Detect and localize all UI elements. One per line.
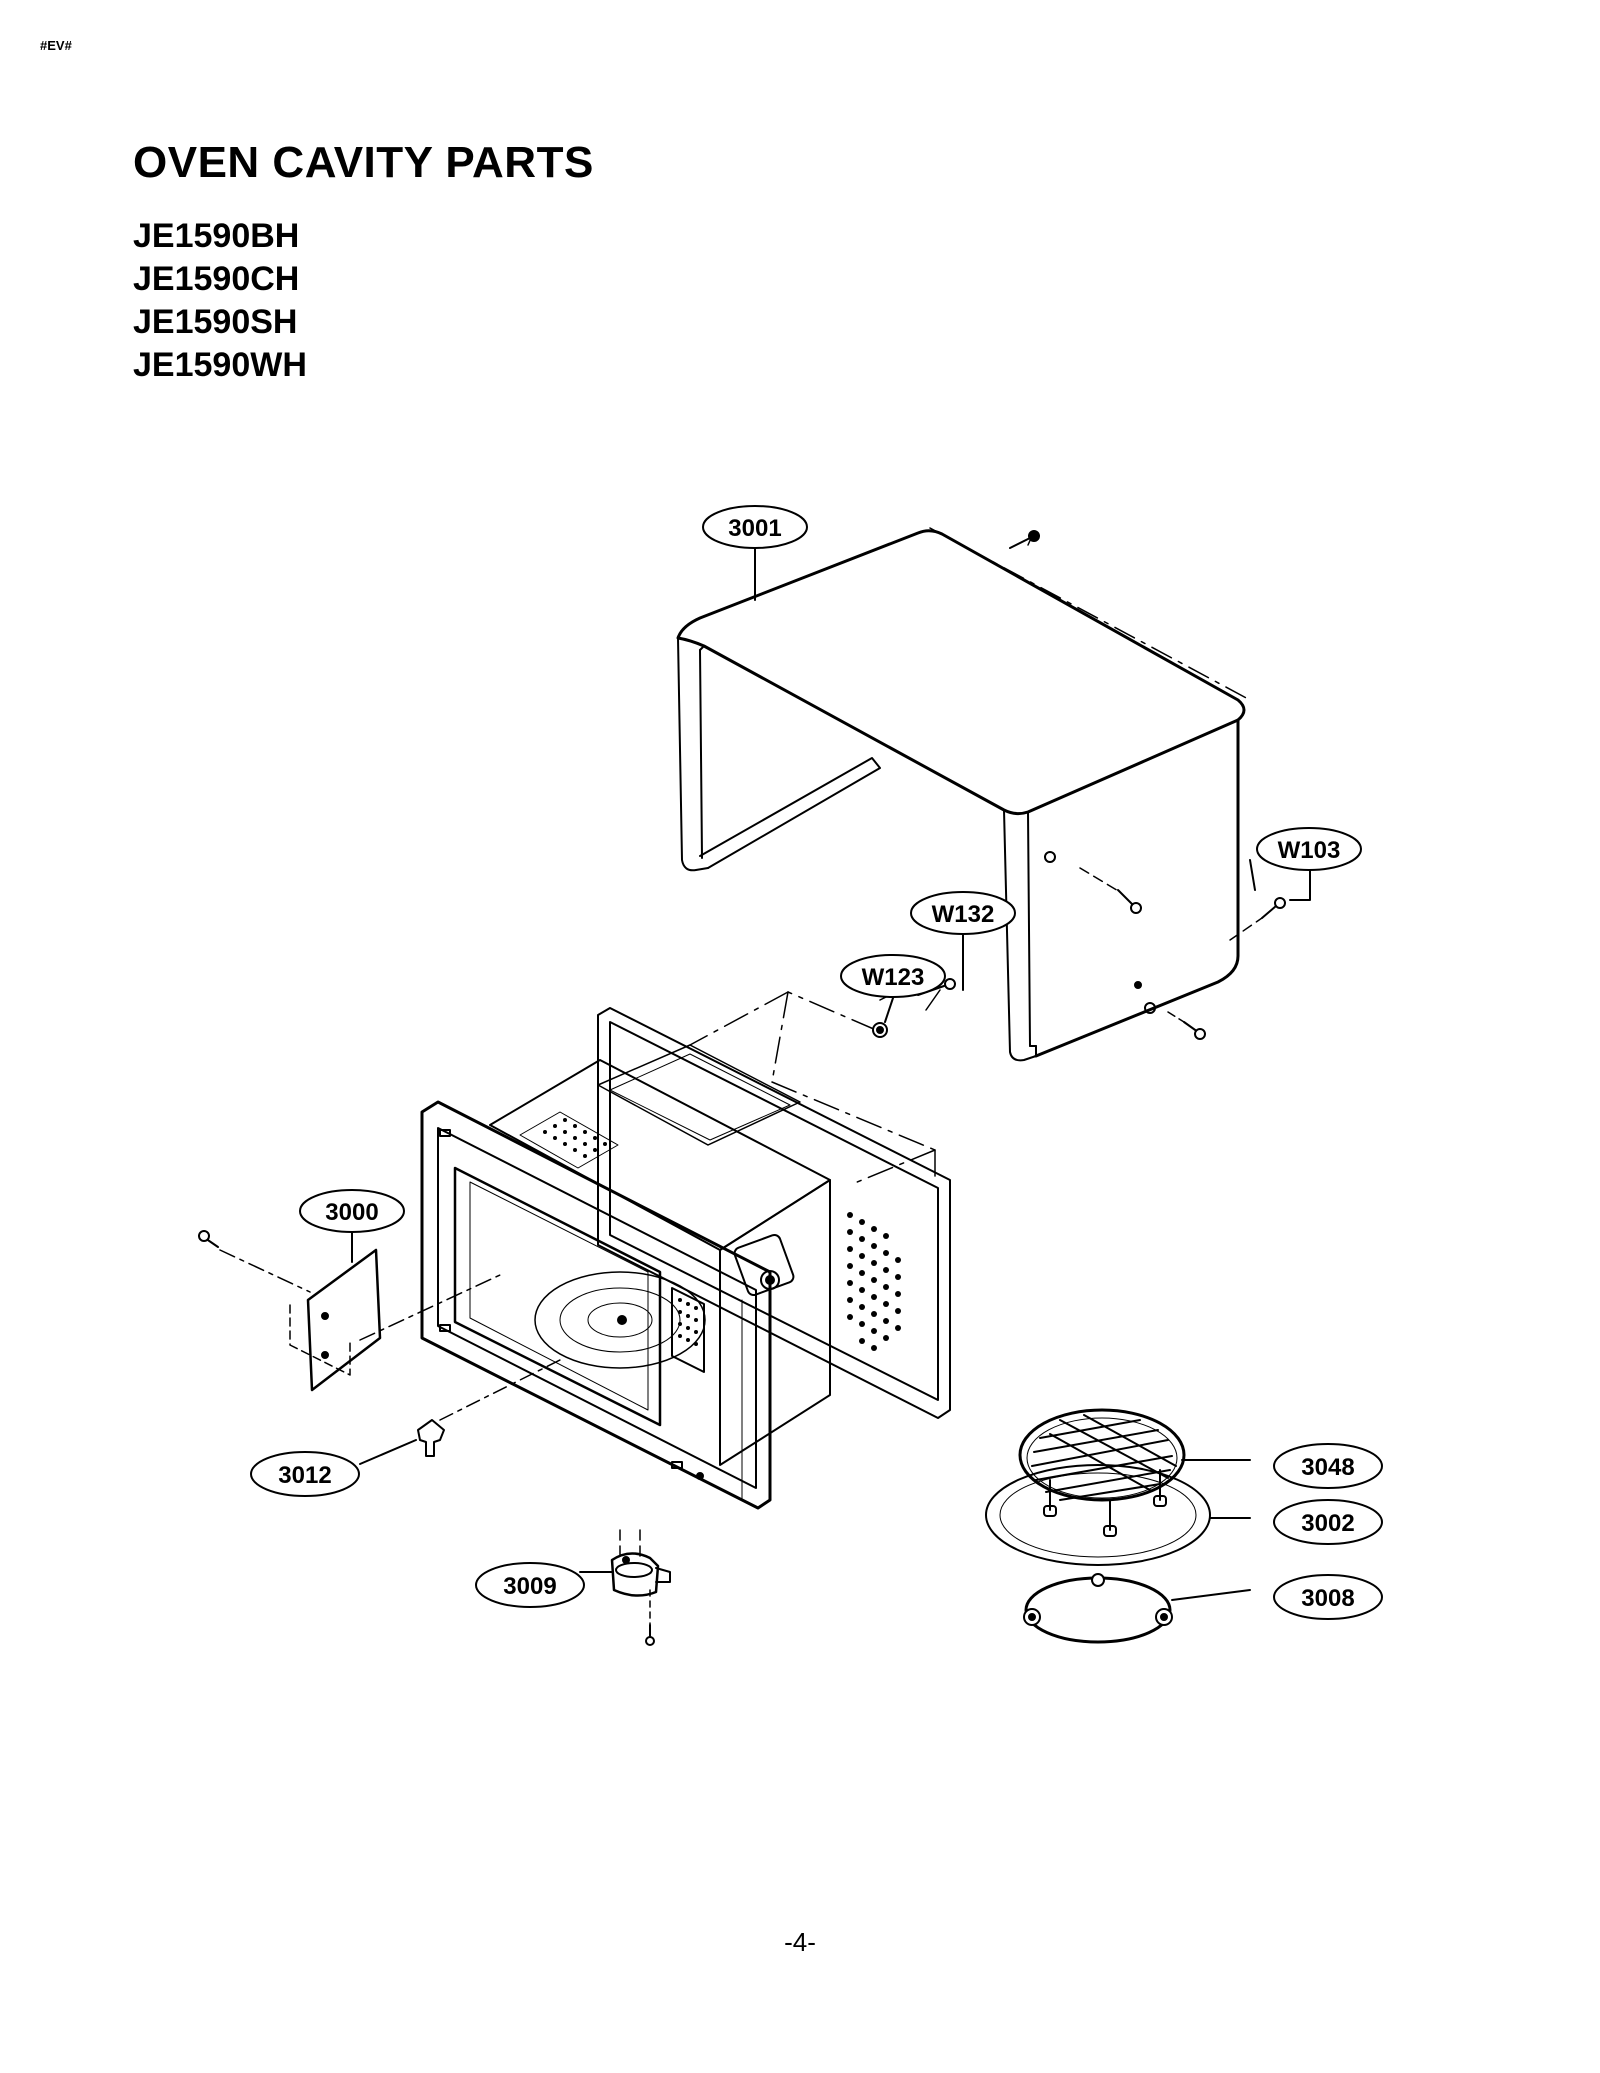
callout-3048: 3048 bbox=[1273, 1443, 1383, 1489]
callout-label: W123 bbox=[862, 964, 925, 991]
callout-label: 3009 bbox=[503, 1573, 556, 1600]
callout-label: 3048 bbox=[1301, 1454, 1354, 1481]
callout-3000: 3000 bbox=[299, 1189, 405, 1233]
waveguide-cover-drawing bbox=[198, 1230, 501, 1392]
callout-3012: 3012 bbox=[250, 1451, 360, 1497]
model-number: JE1590SH bbox=[133, 303, 298, 341]
coupler-drawing bbox=[417, 1359, 561, 1457]
callout-label: 3002 bbox=[1301, 1510, 1354, 1537]
callout-3008: 3008 bbox=[1273, 1574, 1383, 1620]
glass-tray-drawing bbox=[985, 1464, 1211, 1566]
oven-cavity-drawing bbox=[420, 1007, 951, 1510]
callout-label: W103 bbox=[1278, 837, 1341, 864]
callout-3002: 3002 bbox=[1273, 1499, 1383, 1545]
callout-label: 3012 bbox=[278, 1462, 331, 1489]
leader-lines bbox=[351, 545, 1311, 1601]
callout-label: W132 bbox=[932, 901, 995, 928]
callout-3009: 3009 bbox=[475, 1562, 585, 1608]
page-number: -4- bbox=[784, 1927, 816, 1957]
grill-rack-drawing bbox=[1018, 1408, 1186, 1537]
callout-W103: W103 bbox=[1256, 827, 1362, 871]
callout-W132: W132 bbox=[910, 891, 1016, 935]
model-number: JE1590BH bbox=[133, 217, 300, 255]
document-tag: #EV# bbox=[40, 38, 72, 53]
callout-label: 3008 bbox=[1301, 1585, 1354, 1612]
page-title: OVEN CAVITY PARTS bbox=[133, 138, 594, 187]
model-list: JE1590BH JE1590CH JE1590SH JE1590WH bbox=[133, 215, 307, 387]
callout-label: 3001 bbox=[728, 515, 781, 542]
model-number: JE1590CH bbox=[133, 260, 300, 298]
outer-case-drawing bbox=[676, 527, 1286, 1062]
callout-3001: 3001 bbox=[702, 505, 808, 549]
model-number: JE1590WH bbox=[133, 346, 307, 384]
rotating-ring-drawing bbox=[1023, 1573, 1173, 1644]
callout-W123: W123 bbox=[840, 954, 946, 998]
turntable-motor-drawing bbox=[610, 1529, 671, 1646]
callout-label: 3000 bbox=[325, 1199, 378, 1226]
